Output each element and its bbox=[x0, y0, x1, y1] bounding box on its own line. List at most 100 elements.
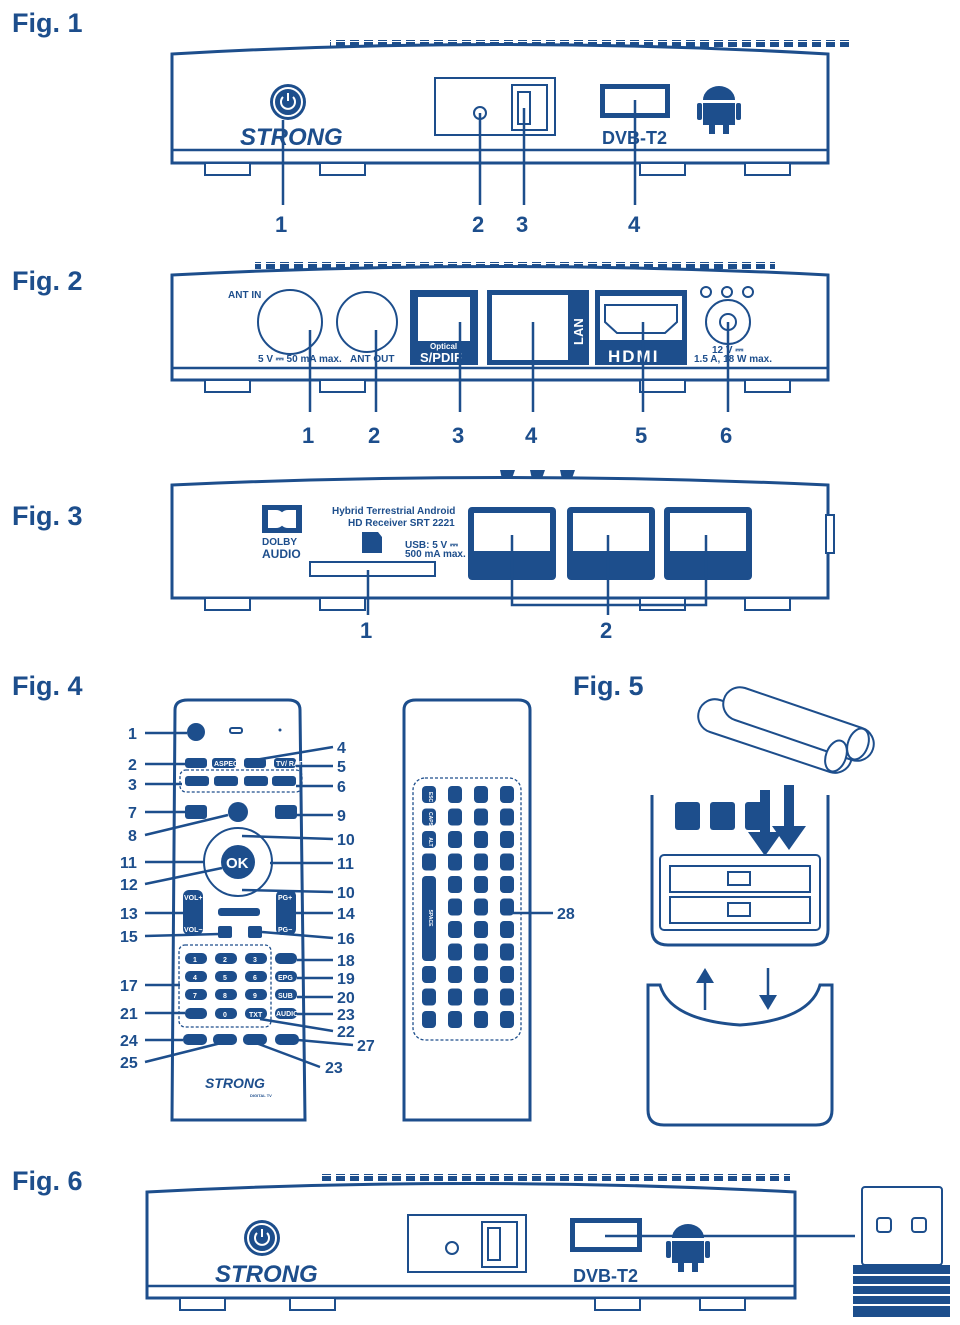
dolby-label: DOLBY bbox=[262, 537, 297, 548]
svg-text:10: 10 bbox=[337, 832, 355, 849]
fig6-brand-logo: STRONG bbox=[215, 1261, 318, 1288]
remote-brand-logo: STRONG bbox=[205, 1075, 265, 1091]
fig2-callout-4: 4 bbox=[525, 423, 538, 448]
svg-text:22: 22 bbox=[337, 1024, 355, 1041]
keyboard-key bbox=[474, 876, 488, 893]
keyboard-key bbox=[474, 988, 488, 1006]
product-name-1: Hybrid Terrestrial Android bbox=[332, 506, 455, 517]
keyboard-key bbox=[422, 853, 436, 871]
keyboard-key bbox=[500, 1011, 514, 1028]
digit-9: 9 bbox=[253, 993, 257, 1000]
txt-key-label: TXT bbox=[249, 1012, 263, 1019]
keyboard-key bbox=[448, 786, 462, 803]
keyboard-key bbox=[474, 831, 488, 848]
keyboard-key bbox=[474, 786, 488, 803]
digit-8: 8 bbox=[223, 993, 227, 1000]
fig1-receiver-front: STRONG DVB-T2 bbox=[170, 40, 850, 205]
svg-text:24: 24 bbox=[120, 1033, 138, 1050]
svg-text:17: 17 bbox=[120, 978, 138, 995]
svg-text:25: 25 bbox=[120, 1055, 138, 1072]
keyboard-key bbox=[474, 1011, 488, 1028]
keyboard-key bbox=[448, 831, 462, 848]
keyboard-key bbox=[474, 943, 488, 961]
product-name-2: HD Receiver SRT 2221 bbox=[348, 518, 455, 529]
keyboard-key bbox=[448, 921, 462, 938]
keyboard-key bbox=[422, 808, 436, 826]
svg-text:20: 20 bbox=[337, 990, 355, 1007]
pg-minus-label: PG− bbox=[278, 927, 292, 934]
svg-text:1: 1 bbox=[128, 726, 137, 743]
keyboard-key bbox=[474, 898, 488, 916]
digit-4: 4 bbox=[193, 975, 197, 982]
svg-text:18: 18 bbox=[337, 953, 355, 970]
svg-text:8: 8 bbox=[128, 828, 137, 845]
keyboard-key bbox=[422, 1011, 436, 1028]
fig2-title: Fig. 2 bbox=[12, 266, 83, 296]
svg-text:15: 15 bbox=[120, 929, 138, 946]
pg-plus-label: PG+ bbox=[278, 895, 292, 902]
keyboard-key bbox=[500, 808, 514, 826]
fig6-dvb-logo: DVB-T2 bbox=[573, 1266, 638, 1286]
keyboard-key bbox=[474, 808, 488, 826]
fig2-callout-1: 1 bbox=[302, 423, 314, 448]
digit-7: 7 bbox=[193, 993, 197, 1000]
power-spec-2: 1.5 A, 18 W max. bbox=[694, 354, 772, 365]
fig4-title: Fig. 4 bbox=[12, 671, 83, 701]
ant-out-label: ANT OUT bbox=[350, 354, 394, 365]
svg-text:13: 13 bbox=[120, 906, 138, 923]
svg-text:3: 3 bbox=[128, 777, 137, 794]
svg-text:12: 12 bbox=[120, 877, 138, 894]
keyboard-key bbox=[500, 988, 514, 1006]
svg-text:7: 7 bbox=[128, 805, 137, 822]
ant-in-spec: 5 V ⎓ 50 mA max. bbox=[258, 354, 342, 365]
fig2-receiver-rear: ANT IN 5 V ⎓ 50 mA max. ANT OUT Optical … bbox=[170, 262, 830, 412]
vol-minus-label: VOL− bbox=[184, 927, 202, 934]
svg-text:23: 23 bbox=[325, 1060, 343, 1077]
digit-0: 0 bbox=[223, 1012, 227, 1019]
svg-text:16: 16 bbox=[337, 931, 355, 948]
digit-3: 3 bbox=[253, 957, 257, 964]
svg-text:4: 4 bbox=[337, 740, 346, 757]
vol-plus-label: VOL+ bbox=[184, 895, 202, 902]
keyboard-key bbox=[500, 921, 514, 938]
sd-card-icon bbox=[362, 532, 382, 553]
keyboard-key bbox=[474, 921, 488, 938]
keyboard-key bbox=[448, 853, 462, 871]
fig6-title: Fig. 6 bbox=[12, 1166, 83, 1196]
svg-text:11: 11 bbox=[337, 856, 354, 873]
keyboard-key bbox=[422, 988, 436, 1006]
ant-in-label: ANT IN bbox=[228, 290, 261, 301]
keyboard-key-label: SPACE bbox=[427, 910, 433, 928]
digit-6: 6 bbox=[253, 975, 257, 982]
svg-text:9: 9 bbox=[337, 808, 346, 825]
fig2-callout-3: 3 bbox=[452, 423, 464, 448]
keyboard-key-label: ALT bbox=[427, 837, 433, 846]
svg-text:14: 14 bbox=[337, 906, 355, 923]
battery-insertion-diagram bbox=[646, 686, 875, 1127]
sub-key-label: SUB bbox=[278, 993, 293, 1000]
android-icon bbox=[697, 86, 741, 134]
sd-card-slot bbox=[309, 561, 436, 577]
lan-label: LAN bbox=[571, 318, 586, 345]
fig5-title: Fig. 5 bbox=[573, 671, 644, 701]
hdmi-label: HDMI bbox=[608, 347, 659, 366]
remote-brand-sub: DIGITAL TV bbox=[250, 1093, 272, 1098]
fig2-callout-6: 6 bbox=[720, 423, 732, 448]
digit-keys: 1 2 3 4 5 6 7 8 9 0 bbox=[185, 953, 267, 1019]
svg-text:21: 21 bbox=[120, 1006, 138, 1023]
keyboard-key bbox=[500, 943, 514, 961]
svg-text:27: 27 bbox=[357, 1038, 375, 1055]
ok-key-label: OK bbox=[226, 855, 249, 872]
keyboard-key bbox=[500, 831, 514, 848]
svg-text:11: 11 bbox=[120, 855, 137, 872]
svg-text:2: 2 bbox=[128, 757, 137, 774]
keyboard-key bbox=[500, 898, 514, 916]
remote-right-callouts: 4 5 6 9 10 11 10 14 16 18 19 20 23 22 27… bbox=[241, 740, 375, 1077]
keyboard-key bbox=[474, 966, 488, 983]
dolby-audio-label: AUDIO bbox=[262, 547, 301, 561]
fig3-title: Fig. 3 bbox=[12, 501, 83, 531]
fig6-receiver-with-dongle: STRONG DVB-T2 bbox=[145, 1174, 950, 1317]
remote-front: ASPECT TV/ RADIO OK VOL+ VOL− PG+ PG− bbox=[170, 698, 312, 1122]
keyboard-key-label: ESC bbox=[427, 792, 433, 803]
